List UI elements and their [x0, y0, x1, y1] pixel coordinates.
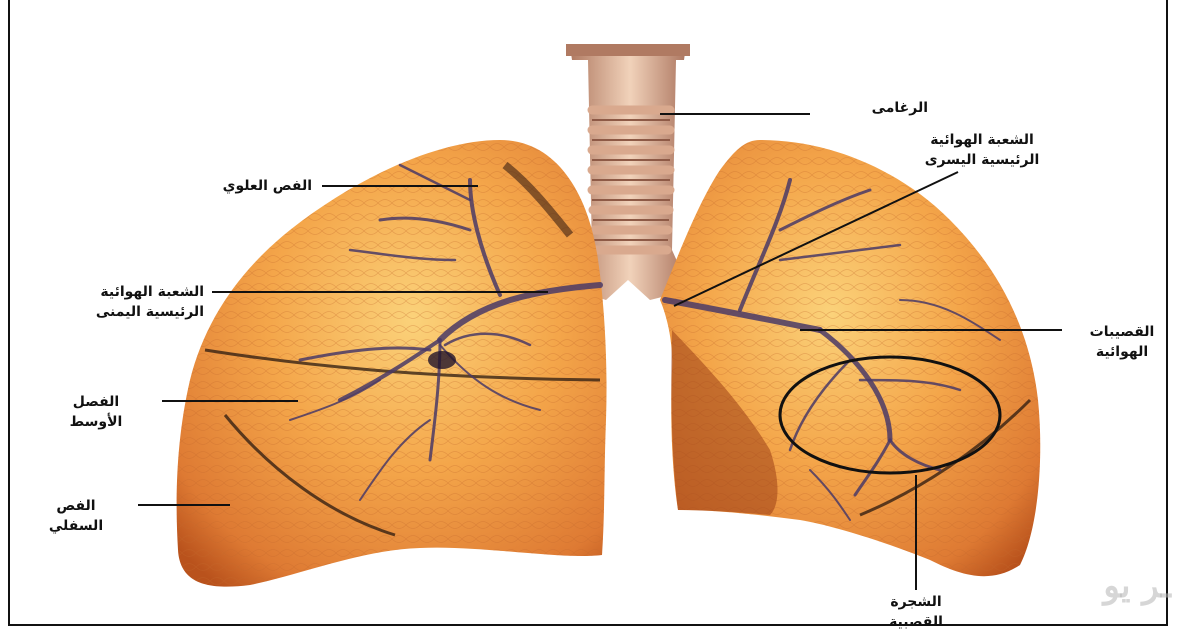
trachea-label-text: الرغامى	[818, 98, 928, 118]
lower-lobe-label-line2: السفلي	[20, 516, 132, 536]
left-bronchus-label: الشعبة الهوائية الرئيسية اليسرى	[872, 130, 1092, 170]
right-bronchus-label-line2: الرئيسية اليمنى	[10, 302, 204, 322]
right-lung	[177, 140, 607, 587]
bronchioles-label-line2: الهوائية	[1072, 342, 1172, 362]
right-bronchus-label: الشعبة الهوائية الرئيسية اليمنى	[10, 282, 204, 322]
upper-lobe-label-text: الفص العلوي	[140, 176, 312, 196]
trachea-label: الرغامى	[818, 98, 928, 118]
watermark-logo: ـر يو	[1061, 566, 1171, 626]
bronchial-tree-label-line2: القصبية	[852, 612, 980, 632]
left-bronchus-label-line2: الرئيسية اليسرى	[872, 150, 1092, 170]
lower-lobe-label-line1: الفص	[20, 496, 132, 516]
right-bronchus-label-line1: الشعبة الهوائية	[10, 282, 204, 302]
middle-lobe-label-line2: الأوسط	[40, 412, 152, 432]
bronchial-tree-label-line1: الشجرة	[852, 592, 980, 612]
lower-lobe-label: الفص السفلي	[20, 496, 132, 536]
left-bronchus-label-line1: الشعبة الهوائية	[872, 130, 1092, 150]
middle-lobe-label-line1: الفصل	[40, 392, 152, 412]
left-lung	[660, 140, 1040, 576]
middle-lobe-label: الفصل الأوسط	[40, 392, 152, 432]
bronchial-tree-label: الشجرة القصبية	[852, 592, 980, 632]
bronchioles-label-line1: القصيبات	[1072, 322, 1172, 342]
bronchioles-label: القصيبات الهوائية	[1072, 322, 1172, 362]
upper-lobe-label: الفص العلوي	[140, 176, 312, 196]
